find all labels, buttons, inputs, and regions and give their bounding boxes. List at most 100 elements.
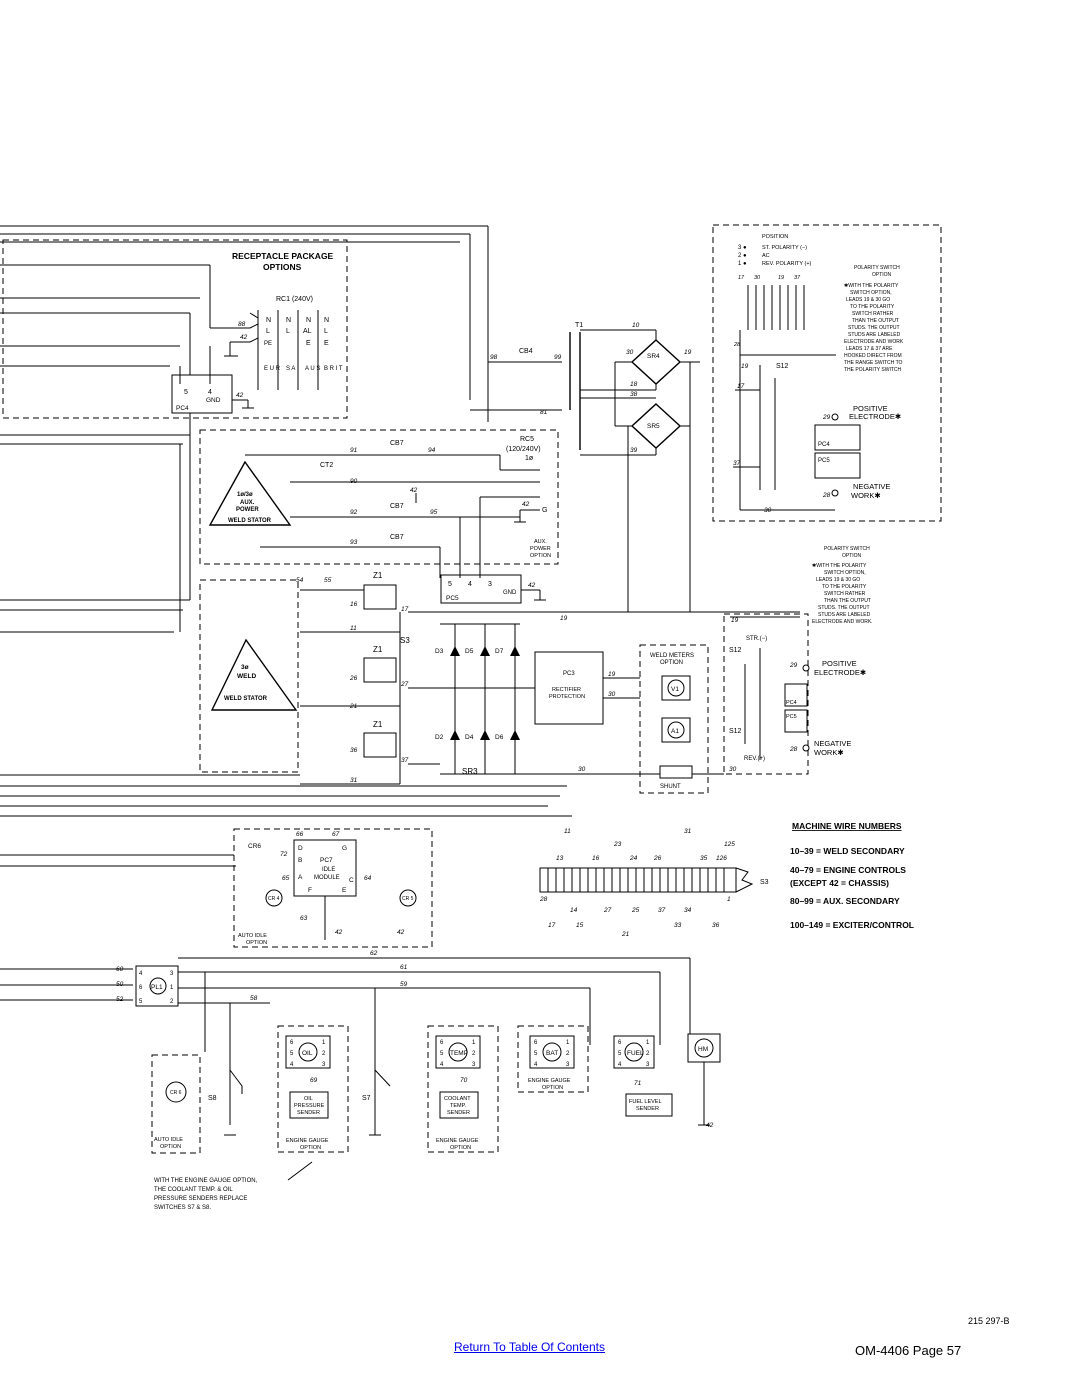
- pc7-idle: IDLE: [322, 867, 335, 873]
- cr6-auto-idle: CR 6 AUTO IDLE OPTION: [151, 1054, 201, 1154]
- cr6-engine-label: CR 6: [170, 1090, 182, 1096]
- svg-text:81: 81: [540, 409, 548, 416]
- rc1-l1: L: [266, 328, 270, 335]
- diode-d6: D6: [495, 734, 504, 741]
- pol-work-top: WORK✱: [851, 491, 881, 500]
- svg-text:3: 3: [170, 971, 174, 977]
- svg-text:34: 34: [684, 907, 692, 914]
- svg-text:C: C: [349, 877, 354, 884]
- rc1-n3: N: [306, 317, 311, 324]
- engine-gauge-oil: OIL 6 1 5 2 4 3 OIL PRESSURE SENDER ENGI…: [277, 1025, 349, 1153]
- cool-sender-0: COOLANT: [444, 1096, 471, 1102]
- svg-text:1: 1: [727, 896, 731, 903]
- svg-text:99: 99: [554, 354, 562, 361]
- svg-text:D: D: [298, 845, 303, 852]
- svg-text:30: 30: [626, 349, 634, 356]
- pl1-label: PL1: [151, 984, 163, 991]
- s8-switch: S8: [208, 1069, 243, 1136]
- rc1-label: RC1 (240V): [276, 296, 313, 303]
- svg-text:30: 30: [578, 766, 586, 773]
- pol-note-11: THE RANGE SWITCH TO: [844, 360, 903, 366]
- pol-note-top: ✱WITH THE POLARITY SWITCH OPTION, LEADS …: [844, 283, 904, 373]
- fuel-sender-1: SENDER: [636, 1106, 659, 1112]
- left-bus-lines: [0, 225, 572, 1001]
- svg-text:66: 66: [296, 831, 304, 838]
- svg-text:6: 6: [618, 1040, 622, 1046]
- svg-text:28: 28: [733, 342, 741, 348]
- weld-stator-label: WELD STATOR: [224, 696, 268, 702]
- rc1-e4: E: [324, 340, 329, 347]
- svg-text:72: 72: [280, 851, 288, 858]
- svg-text:42: 42: [240, 334, 248, 341]
- pol-option-title: POLARITY SWITCH: [854, 265, 900, 271]
- rc1-al: AL: [303, 328, 312, 335]
- pol-note-4: SWITCH RATHER: [852, 311, 894, 317]
- shunt-label: SHUNT: [660, 784, 681, 790]
- pol2-note-8: ELECTRODE AND WORK.: [812, 619, 873, 625]
- pol-s12-top: S12: [776, 363, 789, 370]
- engine-gauge-bat: BAT 6 1 5 2 4 3 ENGINE GAUGE OPTION: [517, 1025, 589, 1093]
- pol2-pc4: PC4: [786, 700, 797, 706]
- wire-row-1: 40–79 = ENGINE CONTROLS: [790, 865, 906, 875]
- svg-text:3: 3: [322, 1062, 326, 1068]
- s7-switch: S7: [362, 1069, 391, 1136]
- pol2-note-1: SWITCH OPTION,: [824, 570, 866, 576]
- svg-text:5: 5: [618, 1051, 622, 1057]
- z1-reactors: Z1 Z1 Z1 S3 SR3 55 54 16 17 11 26 27 21 …: [296, 571, 548, 785]
- svg-text:1: 1: [170, 985, 174, 991]
- pc3-l2: PROTECTION: [549, 694, 585, 700]
- ct2-label: CT2: [320, 462, 333, 469]
- svg-text:2: 2: [646, 1051, 650, 1057]
- svg-text:27: 27: [400, 681, 409, 688]
- svg-text:19: 19: [608, 671, 616, 678]
- sr4-bridge: SR4 10 18 19 30: [580, 322, 700, 391]
- sr5-label: SR5: [647, 423, 660, 430]
- svg-text:3 ●: 3 ●: [738, 245, 747, 251]
- sr5-bridge: SR5 38 39: [580, 361, 691, 612]
- temp-label: TEMP: [450, 1050, 468, 1057]
- svg-text:11: 11: [350, 625, 357, 632]
- cr6-idle-title: AUTO IDLE: [154, 1137, 183, 1143]
- diode-d7: D7: [495, 648, 504, 655]
- svg-text:17: 17: [738, 275, 745, 281]
- pol-negative-top: NEGATIVE: [853, 482, 890, 491]
- diode-d5: D5: [465, 648, 474, 655]
- sr3-label: SR3: [462, 767, 478, 776]
- rectifier-diodes: D3 D5 D7 D2 D4 D6 19 30: [435, 611, 800, 775]
- svg-text:1: 1: [646, 1040, 650, 1046]
- svg-text:24: 24: [629, 855, 638, 862]
- aux-stator: 1ø/3ø AUX. POWER WELD STATOR: [208, 460, 292, 526]
- svg-text:19: 19: [560, 615, 568, 622]
- pol2-note-3: TO THE POLARITY: [822, 584, 867, 590]
- rc1-n2: N: [286, 317, 291, 324]
- wire-title: MACHINE WIRE NUMBERS: [792, 821, 902, 831]
- svg-text:A: A: [298, 874, 303, 881]
- svg-text:2: 2: [472, 1051, 476, 1057]
- pol2-note-2: LEADS 19 & 30 GO: [816, 577, 860, 583]
- diode-d3: D3: [435, 648, 444, 655]
- t1-transformer: T1 CB4 98 99 81: [470, 322, 583, 450]
- svg-text:42: 42: [706, 1122, 714, 1129]
- svg-text:5: 5: [139, 999, 143, 1005]
- svg-text:94: 94: [428, 447, 436, 454]
- svg-text:61: 61: [400, 964, 408, 971]
- svg-text:60: 60: [116, 966, 124, 973]
- aux-note-1: AUX.: [534, 539, 547, 545]
- svg-text:B: B: [298, 857, 302, 864]
- pol-positive-top: POSITIVE: [853, 404, 888, 413]
- svg-text:5: 5: [448, 581, 452, 588]
- svg-text:37: 37: [733, 460, 741, 467]
- aux-note-3: OPTION: [530, 553, 551, 559]
- toc-link[interactable]: Return To Table Of Contents: [454, 1340, 605, 1354]
- cb7-top: CB7: [390, 440, 404, 447]
- svg-text:29: 29: [789, 662, 798, 669]
- engine-wiring: 62 61 59 58: [178, 950, 691, 1135]
- diode-d2: D2: [435, 734, 444, 741]
- svg-text:26: 26: [349, 675, 358, 682]
- svg-text:91: 91: [350, 447, 358, 454]
- pol2-note-7: STUDS ARE LABELED: [818, 612, 871, 618]
- pol-note-8: ELECTRODE AND WORK: [844, 339, 904, 345]
- svg-text:14: 14: [570, 907, 578, 914]
- svg-text:5: 5: [534, 1051, 538, 1057]
- fuel-label: FUEL: [627, 1050, 644, 1057]
